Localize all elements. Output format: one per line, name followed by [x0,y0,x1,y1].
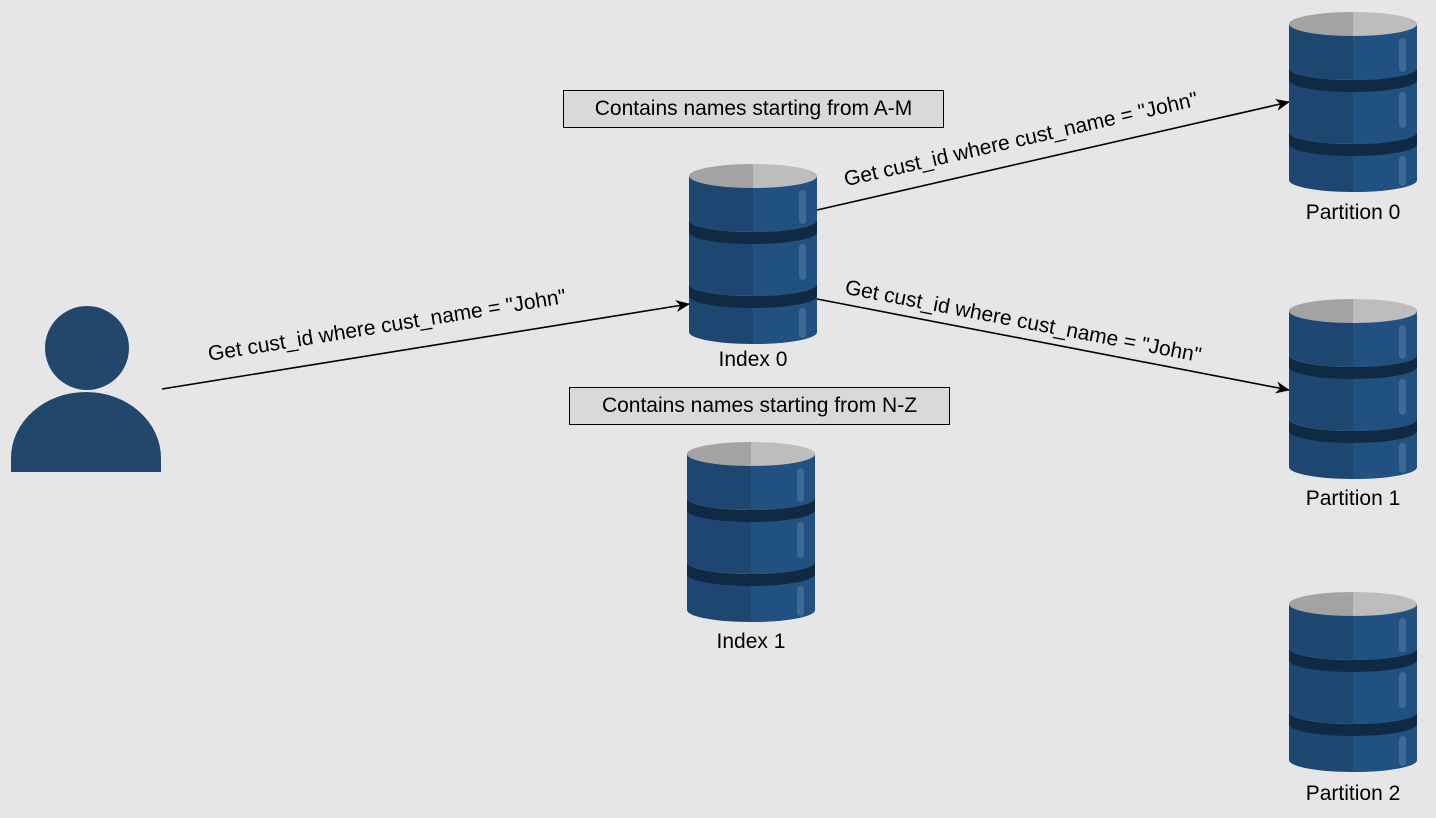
edge-index-0-to-partition-0 [816,99,1290,211]
label-partition-1: Partition 1 [1305,487,1401,510]
edge-index-0-to-partition-1 [816,298,1290,394]
note-index-1-range: Contains names starting from N-Z [569,387,950,425]
database-icon-partition-0 [1289,12,1417,192]
user-icon [11,306,161,472]
database-icon-index-1 [687,442,815,622]
database-icon-partition-2 [1289,592,1417,772]
edge-user-to-index-0 [161,300,690,390]
database-icon-partition-1 [1289,299,1417,479]
note-index-0-range: Contains names starting from A-M [563,90,944,128]
label-index-1: Index 1 [716,630,786,653]
label-partition-2: Partition 2 [1305,782,1401,805]
database-icon-index-0 [689,164,817,344]
label-index-0: Index 0 [718,348,788,371]
label-partition-0: Partition 0 [1305,201,1401,224]
